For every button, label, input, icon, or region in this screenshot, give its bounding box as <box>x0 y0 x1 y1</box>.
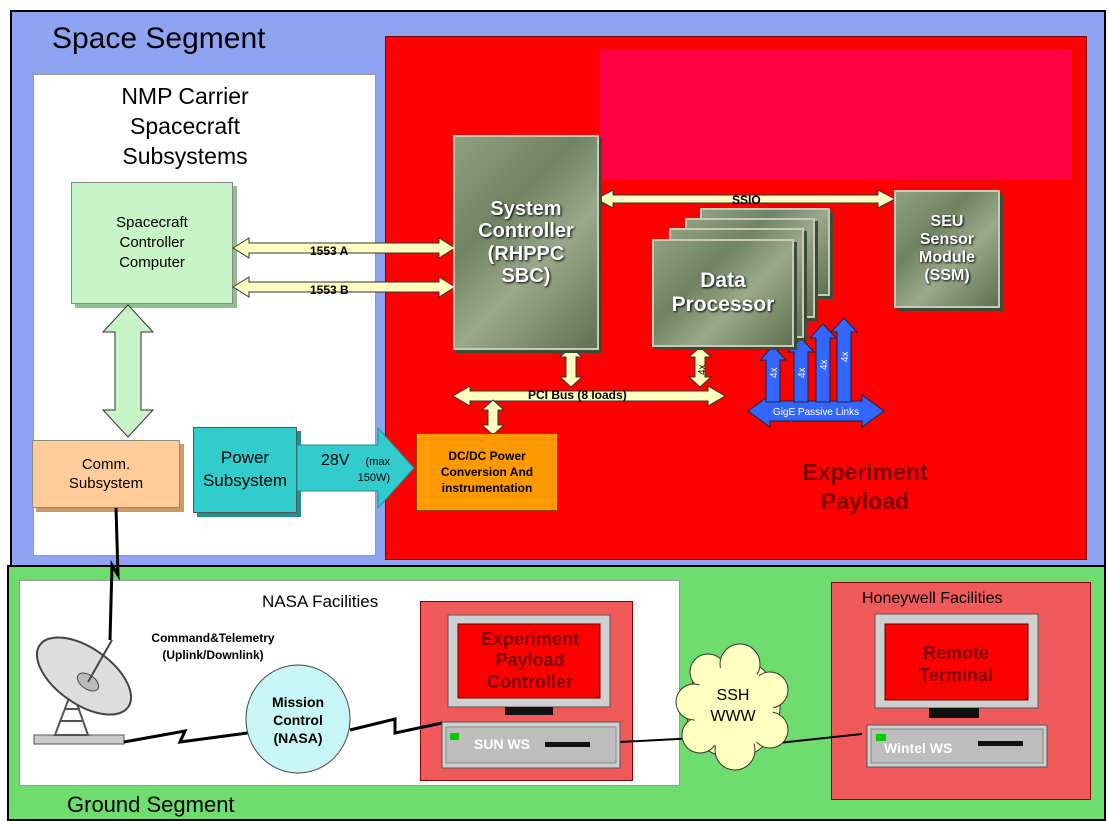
uplink-zigzag <box>108 507 120 641</box>
cmd-telemetry-label: Command&Telemetry (Uplink/Downlink) <box>151 630 275 662</box>
seu-sensor-board: SEU Sensor Module (SSM) <box>894 190 1000 308</box>
gige-link-3-mult: 4x <box>819 359 830 370</box>
ground-segment-title: Ground Segment <box>67 792 235 817</box>
nmp-carrier-title: NMP Carrier Spacecraft Subsystems <box>121 83 249 169</box>
controller-comm-arrow <box>101 304 155 438</box>
spacecraft-controller-label: Spacecraft Controller Computer <box>116 213 188 272</box>
nasa-facilities-title: NASA Facilities <box>262 592 379 611</box>
pci-tap-dataproc <box>687 346 713 388</box>
power-voltage-label: 28V <box>321 452 350 469</box>
experiment-payload-label: Experiment Payload <box>802 459 928 514</box>
seu-sensor-label: SEU Sensor Module (SSM) <box>919 213 975 284</box>
data-processor-board: Data Processor <box>652 239 794 347</box>
internet-cloud-icon <box>675 643 789 771</box>
gige-link-4-mult: 4x <box>840 351 851 362</box>
dcdc-conversion-box: DC/DC Power Conversion And instrumentati… <box>416 433 558 511</box>
space-segment-title: Space Segment <box>52 22 266 55</box>
honeywell-facilities-title: Honeywell Facilities <box>862 590 1003 607</box>
gige-link-2-mult: 4x <box>797 367 808 378</box>
cloud-label: SSH WWW <box>710 687 756 725</box>
gige-link-4 <box>829 317 859 403</box>
power-subsystem-label: Power Subsystem <box>202 448 288 490</box>
gige-link-1 <box>758 345 788 403</box>
gige-link-1-mult: 4x <box>769 367 780 378</box>
sun-ws-computer-icon <box>441 614 621 769</box>
gige-link-3 <box>808 323 838 403</box>
gige-label: GigE Passive Links <box>773 407 859 418</box>
gige-link-2 <box>786 337 816 403</box>
power-feed-arrow <box>296 426 415 510</box>
payload-magenta-block <box>600 50 1072 180</box>
comm-subsystem-box: Comm. Subsystem <box>32 440 180 508</box>
pci-bus-label: PCI Bus (8 loads) <box>528 388 627 402</box>
satellite-dish-icon <box>33 636 133 745</box>
pci-bus-arrow <box>452 385 726 407</box>
pci-tap-controller <box>558 346 584 388</box>
comm-subsystem-label: Comm. Subsystem <box>68 455 144 493</box>
bus-1553a-label: 1553 A <box>310 244 349 258</box>
remote-terminal-label: Remote Terminal <box>919 642 993 686</box>
pci-tap-dataproc-mult: 4x <box>697 364 708 375</box>
wintel-ws-label: Wintel WS <box>884 740 953 756</box>
mission-sunws-zigzag <box>349 717 443 735</box>
dcdc-conversion-label: DC/DC Power Conversion And instrumentati… <box>440 448 534 496</box>
payload-controller-label: Experiment Payload Controller <box>480 628 580 692</box>
power-subsystem-box: Power Subsystem <box>193 427 297 513</box>
system-controller-board: System Controller (RHPPC SBC) <box>453 135 599 350</box>
mission-control-ellipse <box>245 664 351 774</box>
data-processor-label: Data Processor <box>671 269 775 316</box>
system-controller-label: System Controller (RHPPC SBC) <box>478 197 574 287</box>
dish-mission-zigzag <box>123 729 256 744</box>
bus-1553b-label: 1553 B <box>310 283 349 297</box>
mission-control-label: Mission Control (NASA) <box>271 693 325 747</box>
sun-ws-label: SUN WS <box>474 736 530 752</box>
wintel-ws-computer-icon <box>866 613 1048 768</box>
spacecraft-controller-box: Spacecraft Controller Computer <box>71 182 233 304</box>
ssio-label: SSIO <box>732 193 761 207</box>
power-max-note: (max 150W) <box>357 456 390 484</box>
